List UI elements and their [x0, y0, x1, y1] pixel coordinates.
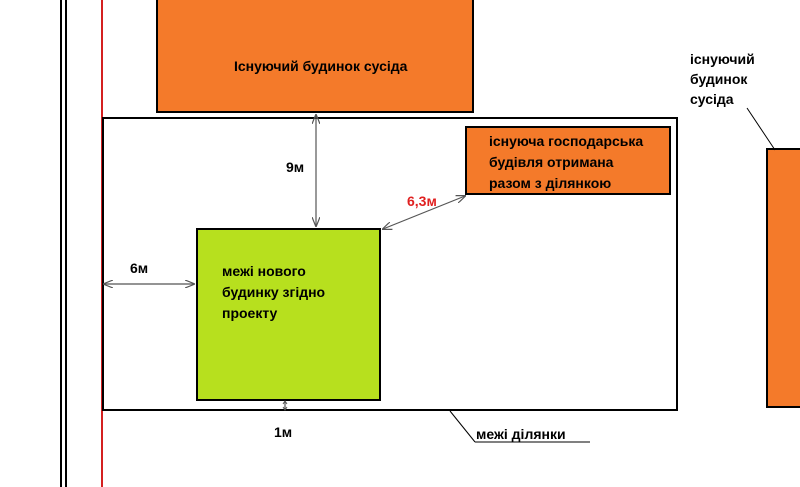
plot-boundary — [102, 117, 678, 411]
measure-6-3m: 6,3м — [407, 193, 437, 209]
neighbor-house-right — [766, 148, 800, 408]
outbuilding — [465, 126, 671, 195]
road-line-inner — [65, 0, 67, 487]
road-line-outer — [60, 0, 62, 487]
arrow-1m-head — [282, 400, 288, 411]
outbuilding-label-3: разом з ділянкою — [489, 175, 612, 191]
arrow-6-3m — [383, 196, 465, 229]
new-house-label-1: межі нового — [222, 263, 306, 279]
outbuilding-label-1: існуюча господарська — [489, 133, 644, 149]
new-house-label-3: проекту — [222, 305, 278, 321]
outbuilding-label-2: будівля отримана — [489, 154, 614, 170]
neighbor-house-right-label-1: існуючий — [690, 51, 755, 67]
neighbor-house-right-label-3: сусіда — [690, 91, 734, 107]
measure-6m: 6м — [130, 260, 149, 276]
measure-1m: 1м — [274, 424, 293, 440]
neighbor-house-top — [156, 0, 474, 113]
new-house-boundary — [196, 228, 381, 401]
neighbor-house-right-label-2: будинок — [690, 71, 748, 87]
neighbor-right-leader — [746, 107, 776, 151]
new-house-label-2: будинку згідно — [222, 284, 326, 300]
measure-9m: 9м — [286, 159, 305, 175]
plot-boundary-label: межі ділянки — [476, 426, 566, 442]
plot-boundary-leader — [449, 410, 476, 443]
neighbor-house-top-label: Існуючий будинок сусіда — [234, 58, 408, 74]
